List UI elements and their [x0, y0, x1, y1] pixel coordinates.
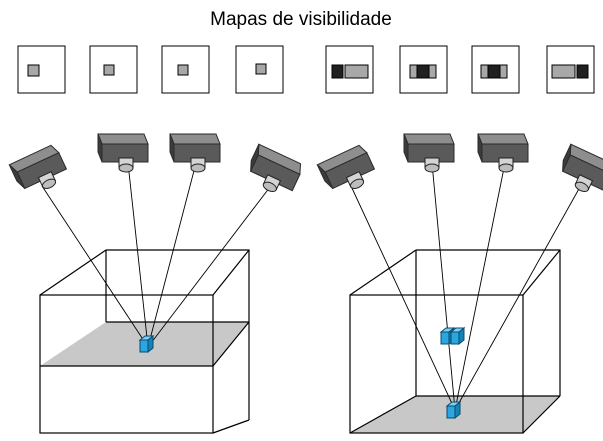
camera-icon: [169, 133, 221, 173]
camera-icon: [316, 143, 380, 200]
figure-title: Mapas de visibilidade: [210, 9, 392, 30]
right-bounding-cube: [349, 249, 561, 434]
visibility-map-8: [546, 45, 595, 94]
left-object-cube-icon: [139, 335, 154, 353]
visibility-map-3: [161, 45, 210, 94]
visibility-map-7: [471, 45, 520, 94]
camera-icon: [403, 133, 455, 173]
camera-icon: [8, 143, 72, 200]
right-rays: [350, 162, 581, 411]
visibility-map-1: [17, 45, 66, 94]
camera-icon: [242, 143, 305, 201]
right-upper-cube-icon: [450, 327, 465, 345]
left-rays: [41, 162, 271, 348]
camera-icon: [97, 133, 149, 173]
left-bounding-cube: [39, 249, 250, 434]
visibility-maps-row: [17, 45, 595, 94]
right-scene: [316, 133, 603, 434]
visibility-map-2: [89, 45, 138, 94]
visibility-map-4: [235, 45, 284, 94]
right-floor-cube-icon: [446, 401, 461, 419]
visibility-map-5: [325, 45, 374, 94]
camera-icon: [554, 143, 603, 201]
visibility-map-6: [399, 45, 448, 94]
left-scene: [8, 133, 305, 434]
camera-icon: [477, 133, 529, 173]
